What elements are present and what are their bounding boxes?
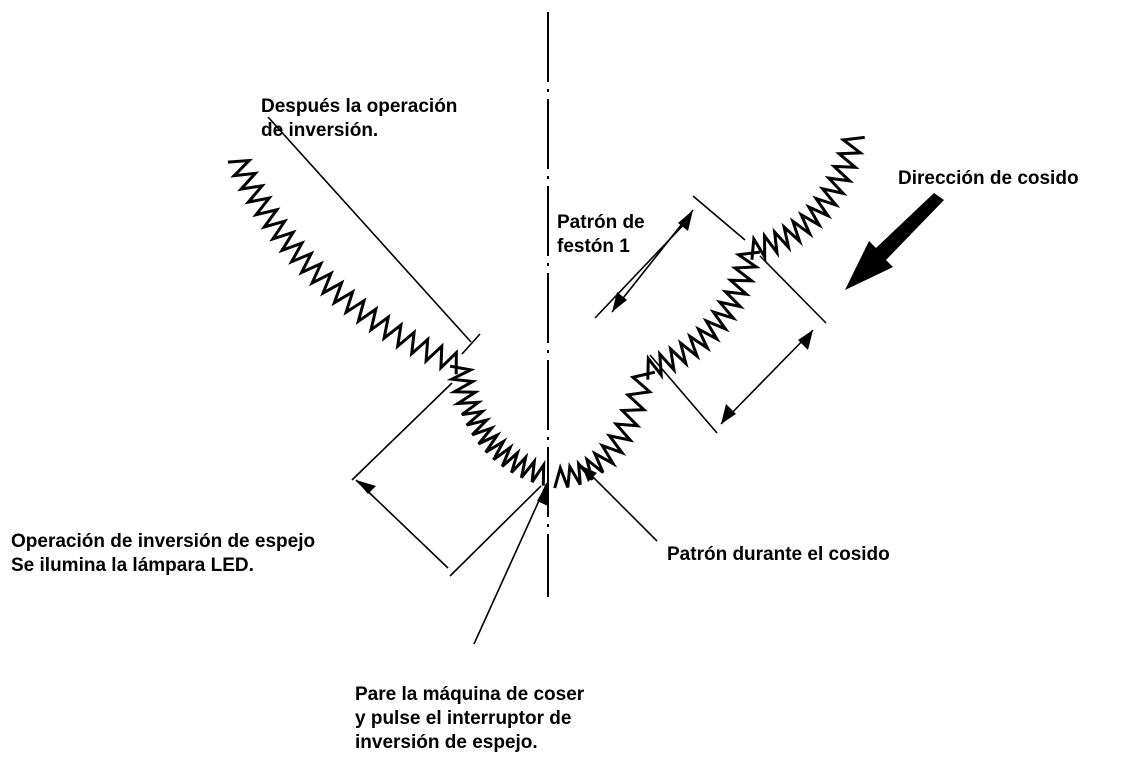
arrowhead-right-bottom — [721, 404, 736, 424]
dim-scallop-arrow-line — [611, 209, 694, 313]
arrowhead-scallop-bottom — [612, 292, 627, 312]
dim-right-boundary-2 — [759, 255, 827, 324]
leader-pattern-during — [581, 465, 658, 542]
label-scallop-pattern-line-1: Patrón de — [557, 212, 645, 233]
leader-stop-machine — [473, 482, 548, 645]
label-sewing-direction: Dirección de cosido — [898, 168, 1079, 189]
dim-right-boundary-1 — [649, 354, 718, 434]
label-stop-machine: Pare la máquina de coser y pulse el inte… — [355, 683, 584, 755]
seam-left-upper — [227, 158, 458, 375]
tick-after-inversion — [461, 333, 481, 355]
dim-left-boundary-1 — [351, 382, 453, 481]
arrowhead-pattern-during — [582, 466, 597, 482]
seam-left-lower — [446, 364, 546, 486]
arrowhead-scallop-top — [678, 210, 693, 231]
label-scallop-pattern: Patrón de festón 1 — [557, 211, 645, 259]
dim-left-boundary-2 — [449, 485, 542, 577]
dim-right-arrow-line — [720, 329, 814, 425]
sewing-direction-arrow — [845, 193, 944, 290]
dim-scallop-boundary-2 — [692, 195, 746, 241]
label-mirror-operation: Operación de inversión de espejo Se ilum… — [11, 530, 315, 578]
seam-right-upper — [750, 135, 865, 263]
label-after-inversion: Después la operación de inversión. — [261, 95, 457, 143]
label-after-inversion-line-2: de inversión. — [261, 120, 379, 141]
leader-lines — [267, 116, 827, 645]
label-mirror-operation-line-2: Se ilumina la lámpara LED. — [11, 555, 254, 576]
zigzag-seams — [227, 135, 865, 489]
label-scallop-pattern-line-2: festón 1 — [557, 236, 630, 257]
arrowheads — [356, 210, 813, 506]
dim-left-arrow-line — [355, 479, 449, 569]
label-mirror-operation-line-1: Operación de inversión de espejo — [11, 531, 316, 552]
leader-after-inversion — [267, 116, 472, 343]
seam-right-lower — [553, 370, 656, 489]
arrowhead-left-dim — [356, 480, 376, 494]
arrowhead-stop-machine — [537, 483, 548, 506]
label-stop-machine-line-1: Pare la máquina de coser — [355, 684, 585, 705]
label-pattern-during-sewing: Patrón durante el cosido — [667, 544, 890, 565]
label-stop-machine-line-3: inversión de espejo. — [355, 732, 538, 753]
label-stop-machine-line-2: y pulse el interruptor de — [355, 708, 572, 729]
label-after-inversion-line-1: Después la operación — [261, 96, 458, 117]
seam-right-middle — [646, 250, 761, 380]
arrowhead-right-top — [798, 330, 813, 350]
